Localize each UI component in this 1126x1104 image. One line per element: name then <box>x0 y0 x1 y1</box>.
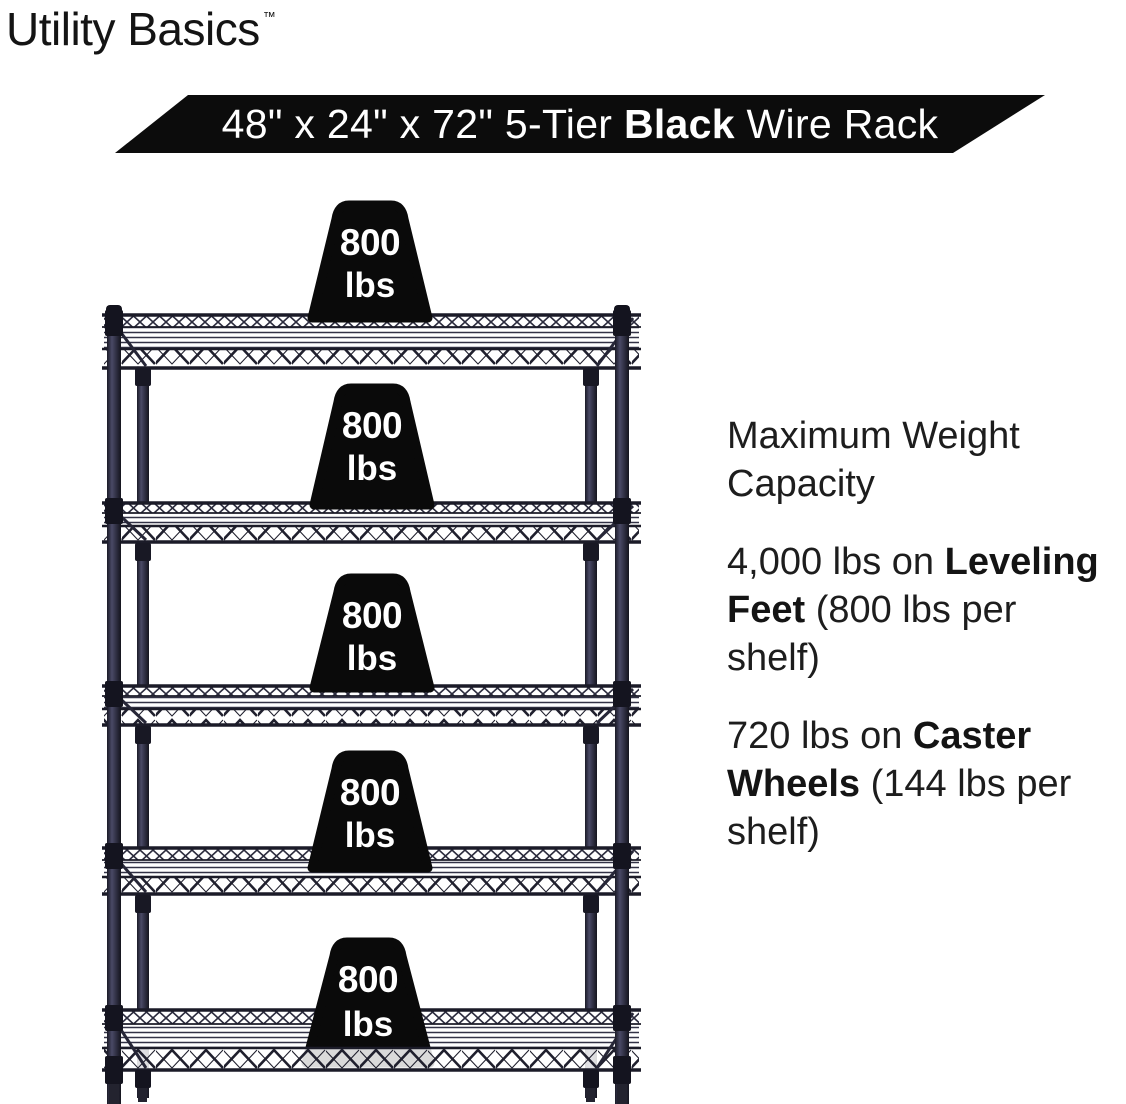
caster-text: 720 lbs on <box>727 715 913 757</box>
leveling-bold-2: Feet <box>727 589 806 631</box>
title-dimensions: 48" x 24" x 72" 5-Tier <box>221 100 624 147</box>
capacity-unit: lbs <box>345 266 396 305</box>
capacity-info: Maximum Weight Capacity 4,000 lbs on Lev… <box>727 412 1126 856</box>
capacity-unit: lbs <box>347 449 398 488</box>
product-title-banner: 48" x 24" x 72" 5-Tier Black Wire Rack <box>115 95 1045 153</box>
capacity-badge-1: 800 lbs <box>307 200 433 323</box>
shelf-5-truss <box>102 1012 641 1072</box>
title-color-bold: Black <box>623 100 735 147</box>
capacity-badge-4: 800 lbs <box>307 750 433 873</box>
leveling-text: 4,000 lbs on <box>727 541 945 583</box>
caster-text-3: shelf) <box>727 811 820 853</box>
caster-bold-2: Wheels <box>727 763 861 805</box>
wire-rack-illustration: 800 lbs 800 lbs 800 lbs 800 lbs 800 lbs <box>102 200 641 1104</box>
capacity-heading: Maximum Weight Capacity <box>727 412 1126 508</box>
brand-name: Utility Basics <box>6 3 260 55</box>
shelf-2 <box>102 501 641 544</box>
capacity-value: 800 <box>342 595 402 636</box>
capacity-unit: lbs <box>347 639 398 678</box>
trademark-symbol: ™ <box>262 9 276 24</box>
capacity-badge-3: 800 lbs <box>309 573 435 693</box>
caster-bold: Caster <box>912 715 1032 757</box>
capacity-value: 800 <box>340 222 400 263</box>
leveling-feet <box>105 1056 631 1104</box>
capacity-value: 800 <box>342 405 402 446</box>
heading-line-1: Maximum Weight <box>727 415 1020 457</box>
leveling-feet-capacity: 4,000 lbs on Leveling Feet (800 lbs per … <box>727 538 1126 682</box>
heading-line-2: Capacity <box>727 463 875 505</box>
leveling-text-3: shelf) <box>727 637 820 679</box>
post-collars <box>105 310 631 1031</box>
capacity-value: 800 <box>340 772 400 813</box>
capacity-unit: lbs <box>345 816 396 855</box>
capacity-badge-5: 800 lbs <box>301 937 435 1068</box>
leveling-bold: Leveling <box>944 541 1099 583</box>
capacity-value: 800 <box>338 959 398 1000</box>
caster-text-2: (144 lbs per <box>860 763 1072 805</box>
capacity-unit: lbs <box>343 1005 394 1044</box>
shelf-1 <box>102 313 641 370</box>
caster-wheels-capacity: 720 lbs on Caster Wheels (144 lbs per sh… <box>727 712 1126 856</box>
title-suffix: Wire Rack <box>734 100 939 147</box>
leveling-text-2: (800 lbs per <box>805 589 1017 631</box>
capacity-badge-2: 800 lbs <box>309 383 435 510</box>
